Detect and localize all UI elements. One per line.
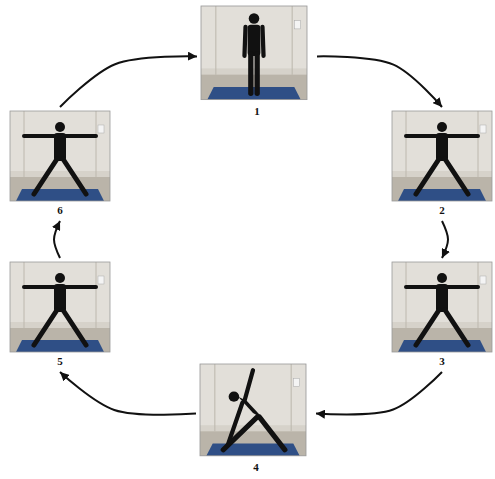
step-number: 6	[55, 204, 65, 217]
wide-stance-pose	[10, 111, 110, 201]
step-number: 3	[437, 355, 447, 368]
pose-photo: 3	[392, 262, 492, 368]
pose-photo: 4	[200, 364, 312, 474]
wide-stance-pose	[392, 111, 492, 201]
standing-pose	[201, 6, 307, 100]
cycle-arrow	[60, 56, 197, 107]
step-number: 5	[55, 355, 65, 368]
cycle-arrow	[54, 221, 60, 258]
wide-stance-pose	[10, 262, 110, 352]
cycle-arrow	[316, 372, 442, 415]
step-number: 1	[252, 105, 262, 118]
triangle-pose	[200, 364, 306, 456]
cycle-arrow	[317, 56, 442, 107]
pose-photo: 2	[392, 111, 492, 217]
step-number: 4	[251, 461, 261, 474]
cycle-arrow	[442, 221, 448, 258]
step-number: 2	[437, 204, 447, 217]
pose-photo: 1	[201, 6, 313, 118]
pose-photo: 6	[10, 111, 110, 217]
cycle-arrow	[60, 372, 196, 415]
pose-photo: 5	[10, 262, 110, 368]
wide-stance-pose	[392, 262, 492, 352]
